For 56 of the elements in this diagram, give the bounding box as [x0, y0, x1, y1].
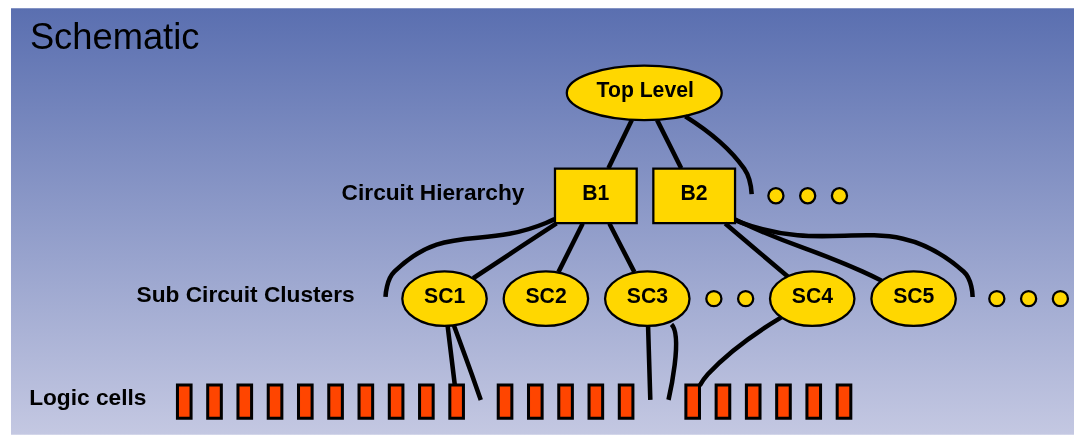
node-ellipse: SC4: [768, 270, 856, 328]
connector: [383, 217, 556, 298]
node-circle: [1051, 289, 1070, 308]
node-bar: [527, 383, 544, 420]
connector: [697, 315, 783, 387]
connector: [684, 114, 754, 195]
connector: [556, 222, 585, 274]
node-circle: [1019, 289, 1038, 308]
node-bar: [587, 383, 605, 420]
node-bar: [206, 383, 223, 420]
node-ellipse: SC5: [870, 270, 957, 328]
label: Circuit Hierarchy: [341, 178, 525, 205]
connector: [734, 217, 975, 298]
connector: [734, 217, 883, 283]
node-circle: [799, 187, 817, 205]
node-ellipse: SC1: [401, 270, 488, 328]
node-bar: [236, 383, 254, 420]
node-ellipse: Top Level: [565, 64, 723, 122]
node-circle: [988, 289, 1006, 308]
node-bar: [175, 383, 193, 420]
node-bar: [297, 383, 314, 420]
node-box: B2: [652, 167, 737, 225]
node-circle: [736, 289, 755, 308]
connector: [607, 222, 637, 274]
node-bar: [418, 383, 435, 420]
label: Sub Circuit Clusters: [136, 281, 355, 308]
node-bar: [387, 383, 405, 420]
node-circle: [705, 289, 723, 308]
node-ellipse: SC2: [502, 270, 590, 328]
node-box: B1: [553, 167, 638, 225]
connector: [445, 325, 457, 385]
node-ellipse: SC3: [603, 270, 691, 328]
node-bar: [684, 383, 701, 420]
connector: [723, 221, 790, 279]
node-bar: [805, 383, 823, 420]
node-bar: [617, 383, 635, 420]
connector: [471, 221, 558, 281]
node-bar: [266, 383, 284, 420]
connector: [451, 324, 483, 401]
node-bar: [327, 383, 344, 420]
diagram-title: Schematic: [29, 16, 200, 58]
node-bar: [714, 383, 732, 420]
node-bar: [775, 383, 792, 420]
node-bar: [744, 383, 762, 420]
node-bar: [448, 383, 465, 420]
node-circle: [767, 187, 785, 205]
label: Logic cells: [29, 384, 147, 411]
node-bar: [357, 383, 375, 420]
connector: [606, 119, 634, 170]
connector: [655, 119, 684, 170]
node-bar: [496, 383, 514, 420]
node-bar: [835, 383, 853, 420]
connector: [666, 323, 679, 401]
node-bar: [557, 383, 574, 420]
connector: [645, 326, 653, 400]
node-circle: [830, 187, 849, 205]
